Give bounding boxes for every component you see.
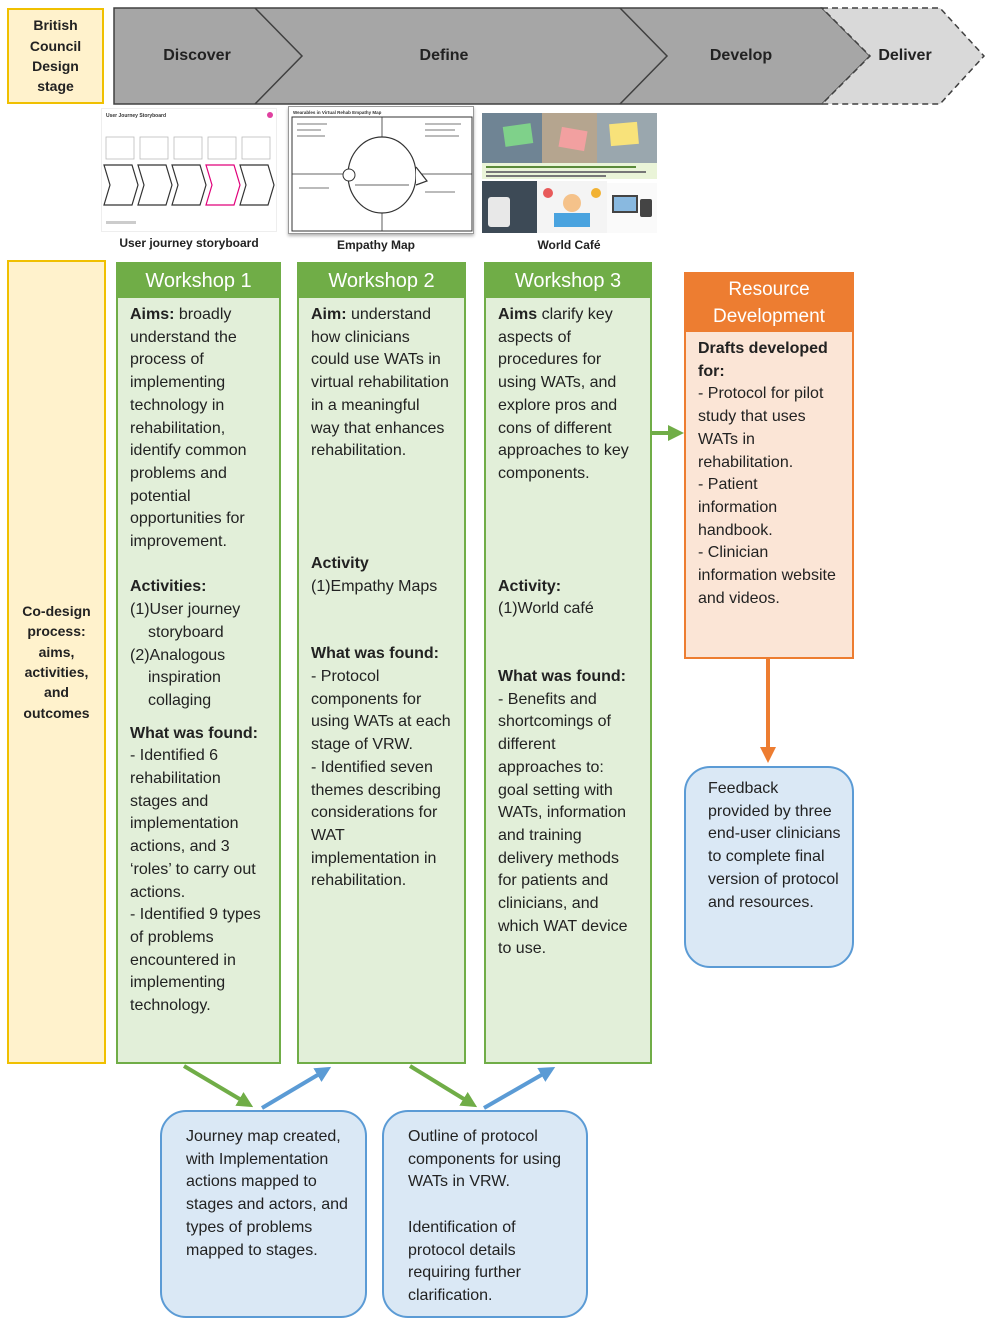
stage-deliver: Deliver [878, 47, 932, 64]
stage-discover: Discover [163, 47, 231, 64]
drafts-label: Drafts developed for: [698, 338, 840, 383]
storyboard-thumbnail: User Journey Storyboard [101, 108, 277, 232]
design-stage-label: British Council Design stage [7, 8, 104, 104]
drafts-label-text: Drafts developed for: [698, 340, 828, 380]
outcome-journey-map-box: Journey map created, with Implementation… [160, 1110, 367, 1318]
aim-text: broadly understand the process of implem… [130, 306, 247, 551]
workshop-2-found-label: What was found: [311, 643, 452, 666]
world-cafe-thumbnail [482, 113, 657, 233]
workshop-3-title: Workshop 3 [486, 264, 650, 298]
activity-label: Activities: [130, 578, 207, 596]
world-cafe-caption: World Café [537, 238, 601, 252]
empathy-map-inner-title: Wearables in Virtual Rehab Empathy Map [293, 110, 382, 115]
design-stage-label-text: British Council Design stage [29, 17, 82, 95]
outcome-protocol-text-b: Identification of protocol details requi… [408, 1218, 521, 1304]
workshop-1-activity-2: (2)Analogous inspiration collaging [130, 646, 226, 709]
ws2-to-outcome2-arrow [408, 1064, 478, 1108]
aim-text: clarify key aspects of procedures for us… [498, 306, 629, 482]
workshop-2-found-2: - Identified seven themes describing con… [311, 758, 441, 890]
resource-item-2: - Patient information handbook. [698, 476, 778, 539]
workshop-2-found-1: - Protocol components for using WATs at … [311, 668, 451, 754]
world-cafe-image [482, 113, 657, 233]
workshop-1-aim: Aims: broadly understand the process of … [130, 304, 267, 554]
workshop-3: Workshop 3 Aims clarify key aspects of p… [484, 262, 652, 1064]
resource-item-1: - Protocol for pilot study that uses WAT… [698, 385, 824, 471]
aim-text: understand how clinicians could use WATs… [311, 306, 449, 460]
workshop-1-title: Workshop 1 [118, 264, 279, 298]
stage-deliver-chevron [820, 7, 986, 105]
activity-label: Activity [311, 554, 369, 572]
codesign-label: Co-design process: aims, activities, and… [7, 260, 106, 1064]
resource-development-title: Resource Development [686, 274, 852, 332]
stage-chevrons [113, 7, 986, 105]
workshop-1-found-label: What was found: [130, 723, 267, 746]
outcome-protocol-text-a: Outline of protocol components for using… [408, 1128, 561, 1191]
outcome-journey-map-text: Journey map created, with Implementation… [186, 1128, 348, 1259]
outcome1-to-ws2-arrow [260, 1066, 332, 1110]
workshop-3-activity-1: (1)World café [498, 600, 594, 618]
workshop-2-activity-1: (1)Empathy Maps [311, 577, 438, 595]
workshop-2-activity-label: Activity [311, 553, 452, 576]
stage-divider-2 [619, 7, 669, 105]
found-label: What was found: [311, 645, 439, 663]
workshop-2: Workshop 2 Aim: understand how clinician… [297, 262, 466, 1064]
workshop-1-found-1: - Identified 6 rehabilitation stages and… [130, 747, 256, 901]
workshop-1: Workshop 1 Aims: broadly understand the … [116, 262, 281, 1064]
empathy-map-caption: Empathy Map [336, 238, 416, 252]
workshop-1-activity-label: Activities: [130, 576, 267, 599]
found-label: What was found: [498, 668, 626, 686]
ws1-to-outcome1-arrow [182, 1064, 254, 1108]
stage-divider-1 [254, 7, 304, 105]
aim-label: Aim: [311, 306, 347, 323]
empathy-map-thumbnail: Wearables in Virtual Rehab Empathy Map [288, 106, 474, 234]
stage-define: Define [419, 47, 469, 64]
resource-development-box: Resource Development Drafts developed fo… [684, 272, 854, 659]
workshop-3-aim: Aims clarify key aspects of procedures f… [498, 304, 638, 486]
workshop-1-found-2: - Identified 9 types of problems encount… [130, 906, 261, 1015]
storyboard-inner-title: User Journey Storyboard [106, 113, 166, 119]
activity-label: Activity: [498, 577, 562, 595]
codesign-label-text: Co-design process: aims, activities, and… [22, 603, 91, 721]
aim-label: Aims [498, 306, 538, 323]
outcome2-to-ws3-arrow [483, 1067, 556, 1110]
workshop-3-activity-label: Activity: [498, 576, 638, 599]
found-label: What was found: [130, 724, 258, 742]
storyboard-image: User Journey Storyboard [103, 112, 275, 224]
empathy-map-image: Wearables in Virtual Rehab Empathy Map [291, 110, 473, 232]
aim-label: Aims: [130, 306, 175, 323]
workshop-1-activity-1: (1)User journey storyboard [130, 601, 241, 641]
workshop-2-title: Workshop 2 [299, 264, 464, 298]
feedback-box: Feedback provided by three end-user clin… [684, 766, 854, 968]
resource-item-3: - Clinician information website and vide… [698, 544, 836, 607]
feedback-text: Feedback provided by three end-user clin… [708, 780, 841, 911]
workshop-2-aim: Aim: understand how clinicians could use… [311, 304, 452, 463]
outcome-protocol-box: Outline of protocol components for using… [382, 1110, 588, 1318]
workshop-3-found-label: What was found: [498, 666, 638, 689]
storyboard-caption: User journey storyboard [119, 236, 259, 250]
workshop-3-found-1: - Benefits and shortcomings of different… [498, 690, 628, 958]
stage-develop: Develop [709, 47, 773, 64]
